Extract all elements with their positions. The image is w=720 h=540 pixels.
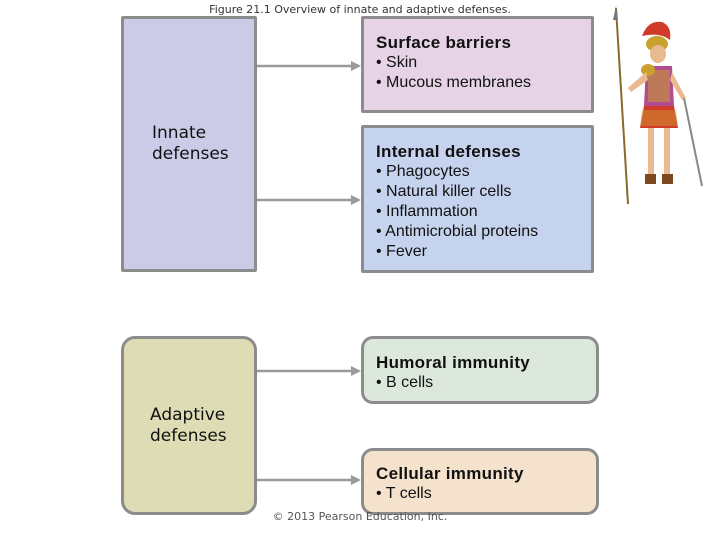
innate-defenses-box [121,16,257,272]
list-item: • Fever [376,243,427,260]
internal-defenses-panel: Internal defenses • Phagocytes • Natural… [361,125,594,273]
surface-barriers-panel: Surface barriers • Skin • Mucous membran… [361,16,594,113]
adaptive-defenses-label: Adaptive defenses [150,405,227,447]
adaptive-defenses-box [121,336,257,515]
cellular-immunity-panel: Cellular immunity • T cells [361,448,599,515]
figure-title: Figure 21.1 Overview of innate and adapt… [209,3,511,15]
list-item: • T cells [376,485,432,502]
roman-soldier-icon [613,6,703,205]
humoral-immunity-title: Humoral immunity [376,353,531,372]
copyright-notice: © 2013 Pearson Education, Inc. [272,510,448,523]
list-item: • B cells [376,374,434,391]
innate-defenses-label: Innate defenses [152,123,229,165]
adaptive-label-line2: defenses [150,426,227,446]
list-item: • Phagocytes [376,163,470,180]
internal-defenses-title: Internal defenses [376,142,521,161]
list-item: • Skin [376,54,418,71]
adaptive-label-line1: Adaptive [150,405,226,425]
surface-barriers-title: Surface barriers [376,33,512,52]
innate-label-line2: defenses [152,144,229,164]
list-item: • Natural killer cells [376,183,512,200]
list-item: • Inflammation [376,203,478,220]
list-item: • Mucous membranes [376,74,531,91]
innate-label-line1: Innate [152,123,207,143]
cellular-immunity-title: Cellular immunity [376,464,524,483]
list-item: • Antimicrobial proteins [376,223,539,240]
humoral-immunity-panel: Humoral immunity • B cells [361,336,599,404]
